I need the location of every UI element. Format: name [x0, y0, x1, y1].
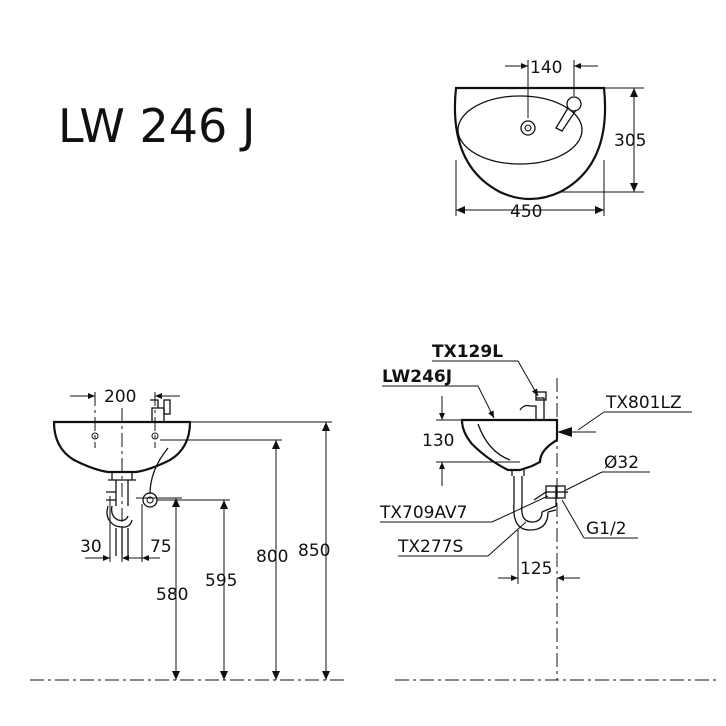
- dim-trap-left: 30: [80, 537, 102, 557]
- label-angle-valve: TX709AV7: [379, 503, 467, 523]
- front-view: 200 30 75 850 800: [30, 387, 345, 681]
- label-thread: G1/2: [586, 519, 627, 539]
- side-view: 130 125 TX129L LW246J TX801LZ Ø32 TX709A…: [379, 342, 720, 681]
- drain-inner-icon: [524, 124, 532, 132]
- top-view: 140 305 450: [453, 58, 646, 222]
- faucet-front-icon: [150, 399, 165, 422]
- faucet-spout-icon: [555, 107, 577, 132]
- basin-top-bowl: [457, 95, 583, 165]
- label-trap: TX277S: [397, 537, 463, 557]
- dim-height-580: 580: [156, 585, 188, 605]
- dim-faucet-offset: 140: [530, 58, 562, 78]
- dim-tap-spacing: 200: [104, 387, 136, 407]
- faucet-top-icon: [566, 96, 582, 112]
- label-bracket: TX801LZ: [605, 393, 682, 413]
- dim-depth: 305: [614, 131, 646, 151]
- dim-height-850: 850: [298, 541, 330, 561]
- label-faucet: TX129L: [432, 342, 503, 362]
- basin-side-outline: [460, 418, 559, 472]
- model-title: LW 246 J: [58, 99, 256, 153]
- dim-height-595: 595: [205, 571, 237, 591]
- dim-bowl-depth: 130: [422, 431, 454, 451]
- dim-wall-offset: 125: [520, 559, 552, 579]
- dim-height-800: 800: [256, 547, 288, 567]
- basin-front-outline: [52, 420, 192, 474]
- dim-trap-right: 75: [150, 537, 172, 557]
- dim-width: 450: [510, 202, 542, 222]
- drain-icon: [520, 120, 536, 136]
- trap-front-icon: [106, 505, 133, 528]
- trap-side-icon: [513, 503, 549, 531]
- angle-valve-side: [533, 491, 557, 506]
- angle-valve-front: [142, 492, 158, 508]
- basin-top-outline: [453, 86, 607, 201]
- supply-hose: [149, 447, 169, 495]
- dim-pipe-diameter: Ø32: [604, 453, 639, 473]
- faucet-side-icon: [519, 397, 545, 420]
- label-basin: LW246J: [382, 367, 452, 387]
